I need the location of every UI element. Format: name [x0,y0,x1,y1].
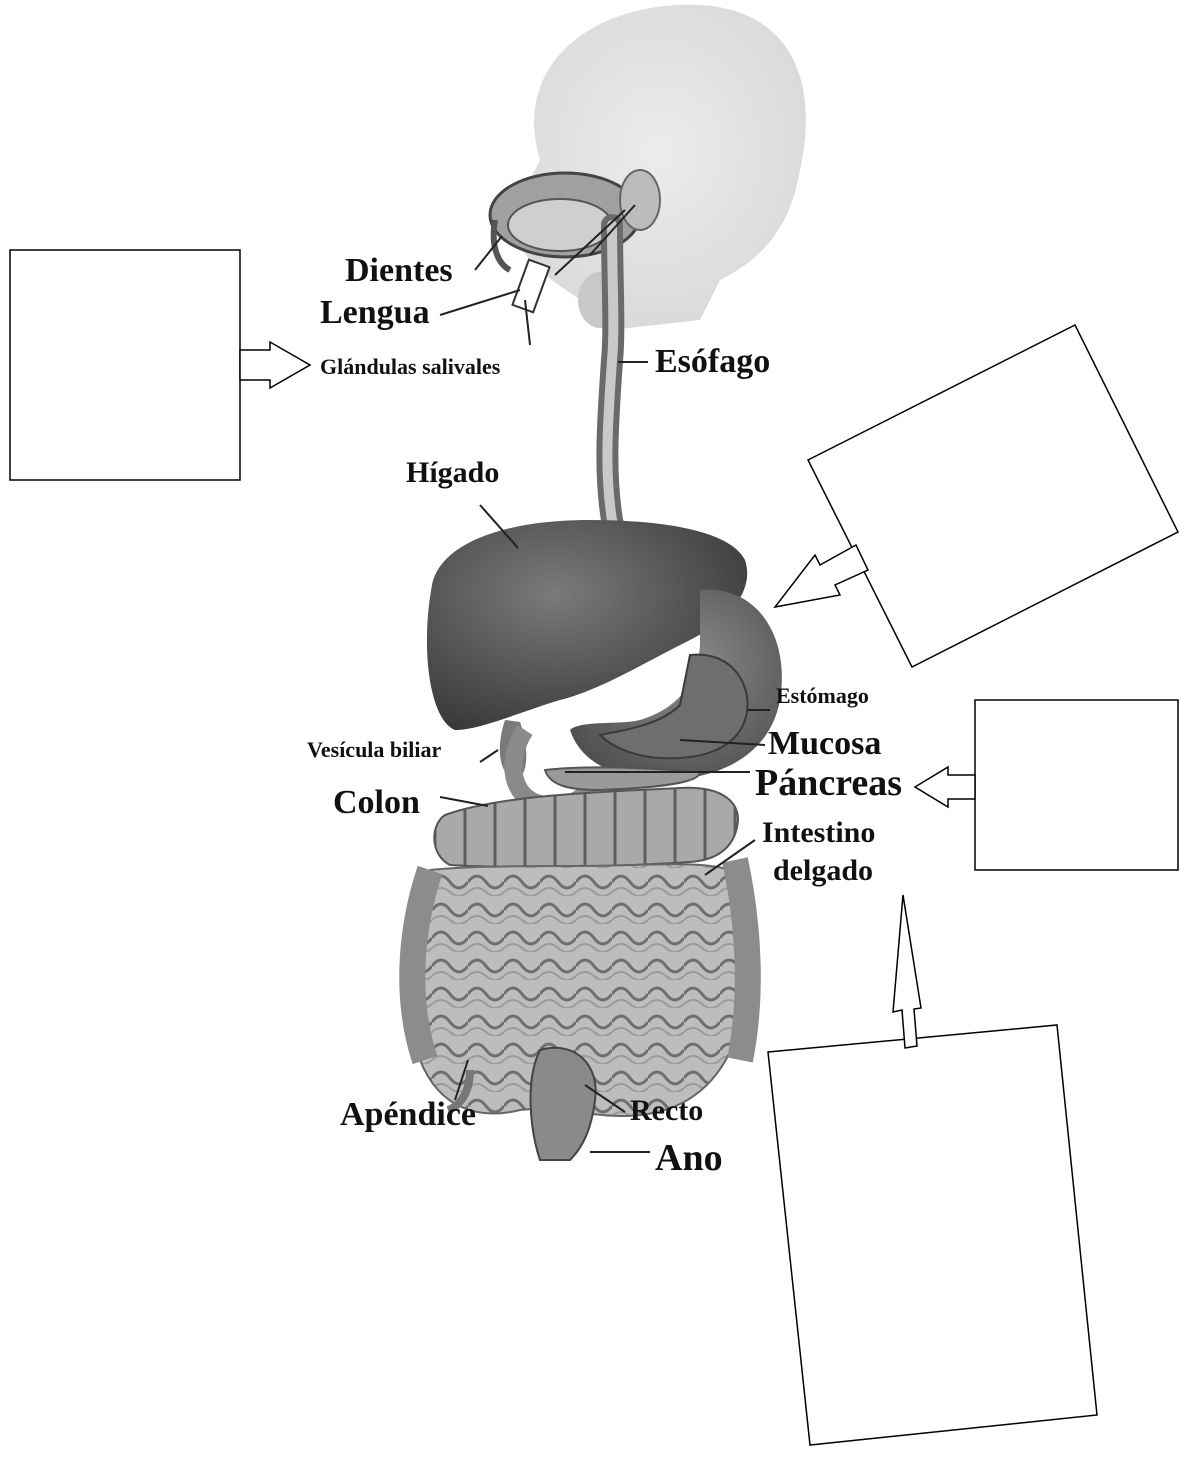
salivary-gland-sub [512,260,549,313]
label-apendice: Apéndice [340,1096,476,1133]
label-higado: Hígado [406,456,499,489]
label-vesicula-biliar: Vesícula biliar [307,737,441,762]
salivary-gland [620,170,660,230]
transverse-colon [434,788,738,867]
answer-box-glandulas[interactable] [10,250,310,480]
label-esofago: Esófago [655,343,770,380]
label-pancreas: Páncreas [755,762,902,804]
answer-box-estomago[interactable] [775,325,1178,667]
label-ano: Ano [655,1137,723,1179]
answer-box-intestino[interactable] [768,895,1097,1445]
arrow-left-icon [915,767,975,807]
label-lengua: Lengua [320,294,430,331]
label-estomago: Estómago [776,683,869,708]
anatomy-illustration [412,5,806,1160]
label-recto: Recto [630,1094,703,1127]
label-mucosa: Mucosa [768,725,881,762]
label-glandulas-salivales: Glándulas salivales [320,354,501,379]
label-delgado: delgado [773,854,873,887]
head-silhouette [512,5,806,330]
label-colon: Colon [333,784,420,821]
arrow-up-icon [893,895,921,1048]
descending-colon [735,860,748,1060]
arrow-right-icon [240,342,310,388]
arrow-left-icon [775,545,868,607]
pancreas-organ [545,767,700,790]
label-intestino: Intestino [762,816,875,849]
label-dientes: Dientes [345,252,453,289]
answer-box-pancreas[interactable] [915,700,1178,870]
tongue [508,199,612,251]
rectum [531,1048,596,1160]
